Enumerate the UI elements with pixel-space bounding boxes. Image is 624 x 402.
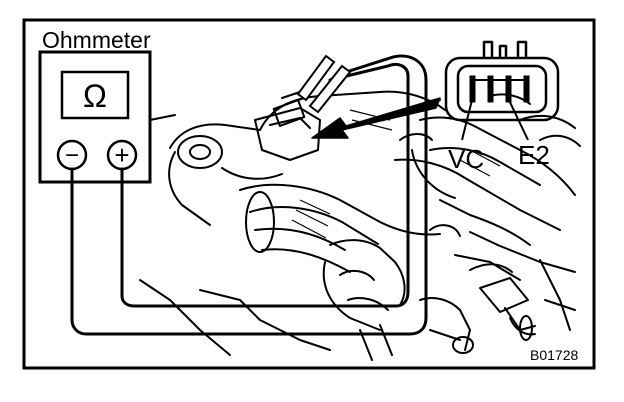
throttle-body-illustration — [139, 90, 581, 361]
figure-frame — [22, 18, 596, 370]
vc-leader-line — [461, 99, 473, 141]
pin-label-vc: VC — [448, 144, 484, 174]
e2-leader-line — [507, 97, 529, 141]
ohm-icon: Ω — [83, 78, 107, 114]
test-probes — [296, 54, 352, 114]
meter-label: Ohmmeter — [42, 27, 151, 53]
pointer-arrow — [311, 97, 441, 139]
pin-label-e2: E2 — [518, 140, 550, 170]
meter-display — [60, 70, 130, 120]
connector-inset — [444, 40, 560, 122]
figure-code: B01728 — [530, 347, 578, 363]
test-leads — [70, 54, 428, 336]
plus-icon: + — [114, 140, 129, 170]
minus-icon: − — [65, 142, 79, 169]
